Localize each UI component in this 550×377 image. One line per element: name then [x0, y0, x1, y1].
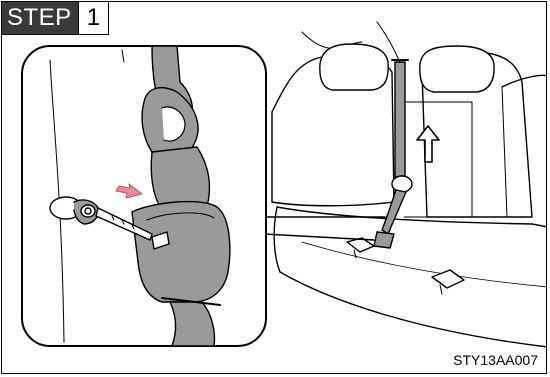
step-label: STEP — [2, 2, 78, 34]
step-badge: STEP 1 — [2, 2, 109, 35]
figure-code: STY13AA007 — [453, 352, 538, 368]
callout-line-bottom — [264, 234, 374, 240]
seat-belt-illustration — [2, 2, 547, 374]
step-number: 1 — [78, 2, 108, 34]
zoom-inset — [22, 46, 266, 346]
